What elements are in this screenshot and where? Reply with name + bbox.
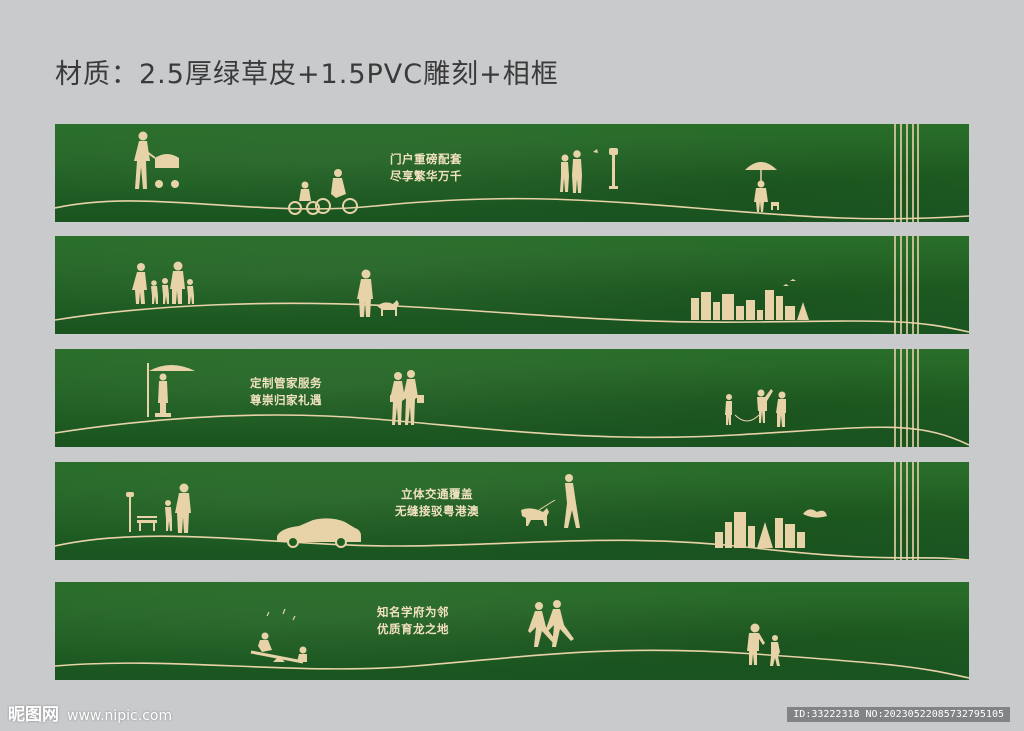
car-icon bbox=[277, 518, 361, 548]
shopping-women-icon bbox=[390, 370, 424, 425]
wall-panel-4: 立体交通覆盖 无缝接驳粤港澳 bbox=[55, 462, 969, 560]
slogan-line-2: 尊崇归家礼遇 bbox=[250, 393, 322, 407]
man-dog-icon bbox=[357, 269, 399, 317]
panel-2-artwork bbox=[55, 236, 969, 334]
wall-panel-1: 门户重磅配套 尽享繁华万千 bbox=[55, 124, 969, 222]
panel-4-slogan: 立体交通覆盖 无缝接驳粤港澳 bbox=[395, 486, 479, 520]
parent-child-icon bbox=[165, 483, 191, 533]
father-son-icon bbox=[747, 623, 780, 666]
runners-icon bbox=[528, 600, 574, 647]
panel-3-slogan: 定制管家服务 尊崇归家礼遇 bbox=[250, 375, 322, 409]
slogan-line-1: 定制管家服务 bbox=[250, 376, 322, 390]
couple-icon bbox=[560, 149, 598, 193]
panel-1-artwork bbox=[55, 124, 969, 222]
seesaw-kids-icon bbox=[250, 608, 307, 664]
cyclists-icon bbox=[288, 198, 358, 215]
bench-lamp-icon bbox=[126, 492, 157, 532]
wall-panel-2 bbox=[55, 236, 969, 334]
watermark-logo-text: 昵图网 bbox=[8, 705, 59, 725]
panel-1-slogan: 门户重磅配套 尽享繁华万千 bbox=[390, 151, 462, 185]
panel-4-artwork bbox=[55, 462, 969, 560]
slogan-line-2: 无缝接驳粤港澳 bbox=[395, 504, 479, 518]
panel-3-artwork bbox=[55, 349, 969, 447]
umbrella-child-icon bbox=[745, 162, 779, 212]
watermark-url: www.nipic.com bbox=[67, 708, 173, 724]
ground-wave bbox=[55, 302, 969, 333]
doorman-canopy-icon bbox=[147, 363, 195, 417]
ground-wave bbox=[55, 414, 969, 446]
slogan-line-1: 知名学府为邻 bbox=[377, 605, 449, 619]
ground-wave bbox=[55, 197, 969, 220]
city-skyline-icon bbox=[715, 509, 827, 548]
slogan-line-2: 尽享繁华万千 bbox=[390, 169, 462, 183]
wall-panel-3: 定制管家服务 尊崇归家礼遇 bbox=[55, 349, 969, 447]
slogan-line-1: 立体交通覆盖 bbox=[401, 487, 473, 501]
dog-walker-icon bbox=[521, 474, 580, 528]
family-walking-icon bbox=[132, 261, 194, 304]
ground-wave bbox=[55, 535, 969, 560]
panel-5-artwork bbox=[55, 600, 969, 679]
watermark-id: ID:33222318 NO:20230522085732795105 bbox=[787, 707, 1010, 722]
page-title: 材质：2.5厚绿草皮+1.5PVC雕刻+相框 bbox=[55, 59, 559, 90]
wall-panel-5: 知名学府为邻 优质育龙之地 bbox=[55, 582, 969, 680]
mother-stroller-icon bbox=[134, 131, 179, 189]
slogan-line-1: 门户重磅配套 bbox=[390, 152, 462, 166]
slogan-line-2: 优质育龙之地 bbox=[377, 622, 449, 636]
panel-5-slogan: 知名学府为邻 优质育龙之地 bbox=[377, 604, 449, 638]
city-skyline-icon bbox=[691, 279, 809, 320]
lamppost-icon bbox=[609, 148, 618, 189]
children-playing-icon bbox=[725, 389, 786, 427]
watermark-logo: 昵图网 www.nipic.com bbox=[8, 700, 172, 725]
ground-wave bbox=[55, 649, 969, 679]
